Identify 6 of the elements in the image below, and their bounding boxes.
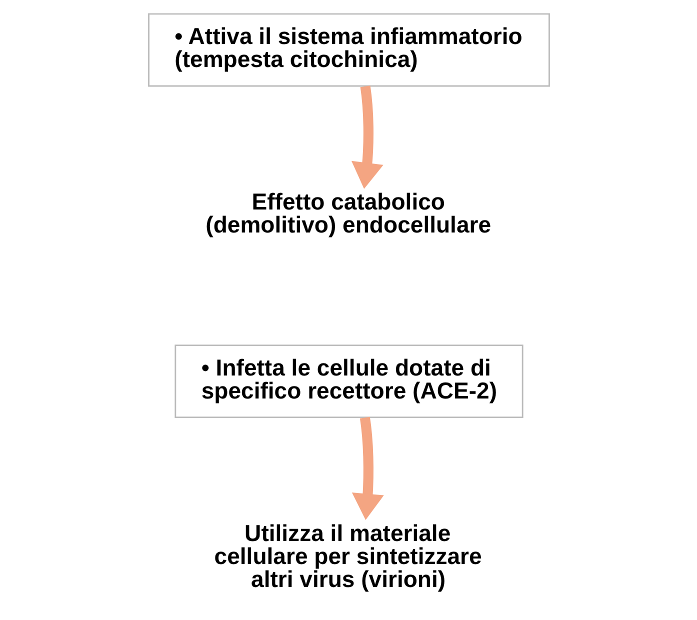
node-text: Effetto catabolico (demolitivo) endocellulare <box>205 188 491 238</box>
node-box: • Attiva il sistema infiammatorio (tempesta citochinica) <box>148 13 550 87</box>
arrow <box>351 416 384 520</box>
arrow <box>350 86 383 189</box>
node-text: Utilizza il materiale cellulare per sintetizzare altri virus (virioni) <box>214 520 482 592</box>
node-box: • Infetta le cellule dotate di specifico recettore (ACE-2) <box>174 344 523 418</box>
